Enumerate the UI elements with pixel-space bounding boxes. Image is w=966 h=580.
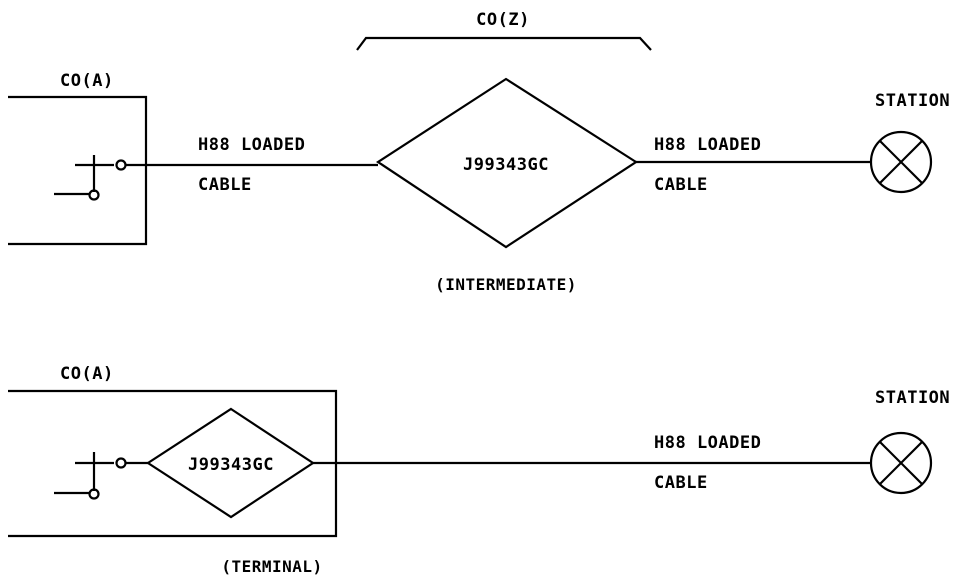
station-icon — [869, 431, 933, 495]
j99343gc-diamond — [375, 77, 639, 249]
station-label: STATION — [875, 388, 950, 408]
jack-symbol — [54, 452, 127, 500]
co-a-label: CO(A) — [60, 364, 114, 384]
cable-label-line1: H88 LOADED — [654, 433, 761, 453]
intermediate-configuration: CO(Z) CO(A) H88 LOADED CABLE J99343GC H8… — [8, 10, 950, 294]
co-a-label: CO(A) — [60, 71, 114, 91]
intermediate-label: (INTERMEDIATE) — [435, 275, 577, 294]
station-label: STATION — [875, 91, 950, 111]
cable-left-label-line1: H88 LOADED — [198, 135, 305, 155]
cable-right-label-line2: CABLE — [654, 175, 708, 195]
cable-label-line2: CABLE — [654, 473, 708, 493]
terminal-configuration: CO(A) J99343GC H88 LOADED CABLE STATION … — [8, 364, 950, 576]
jack-symbol — [54, 155, 127, 201]
station-icon — [869, 130, 933, 194]
terminal-label: (TERMINAL) — [221, 557, 322, 576]
co-a-box — [8, 389, 338, 538]
j99343gc-label: J99343GC — [463, 155, 549, 175]
cable-left-label-line2: CABLE — [198, 175, 252, 195]
co-z-label: CO(Z) — [476, 10, 530, 30]
j99343gc-label: J99343GC — [188, 455, 274, 475]
j99343gc-diamond — [145, 407, 316, 519]
co-a-box — [8, 95, 148, 246]
co-z-bracket — [356, 36, 652, 51]
cable-right-label-line1: H88 LOADED — [654, 135, 761, 155]
